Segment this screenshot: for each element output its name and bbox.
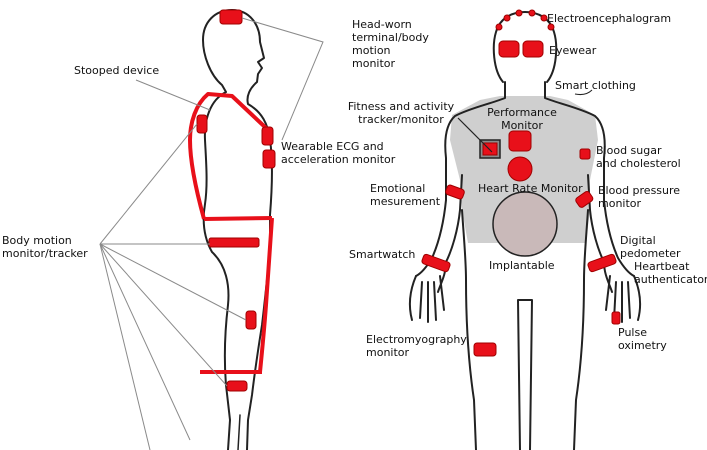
- label-digital-pedometer: Digital pedometer: [620, 234, 681, 260]
- label-blood-sugar: Blood sugar and cholesterol: [596, 144, 681, 170]
- label-pulse-oximetry: Pulse oximetry: [618, 326, 667, 352]
- label-smartwatch: Smartwatch: [349, 248, 415, 261]
- label-implantable: Implantable: [489, 259, 555, 272]
- label-heartbeat-authenticator: Heartbeat authenticator: [634, 260, 707, 286]
- label-eyewear: Eyewear: [549, 44, 596, 57]
- label-fitness-tracker: Fitness and activity tracker/monitor: [346, 100, 456, 126]
- label-emotional-measurement: Emotional mesurement: [370, 182, 440, 208]
- label-body-motion: Body motion monitor/tracker: [2, 234, 88, 260]
- label-stooped-device: Stooped device: [74, 64, 159, 77]
- label-smart-clothing: Smart clothing: [555, 79, 636, 92]
- label-electromyography: Electromyography monitor: [366, 333, 467, 359]
- label-wearable-ecg: Wearable ECG and acceleration monitor: [281, 140, 395, 166]
- label-electroencephalogram: Electroencephalogram: [547, 12, 671, 25]
- label-performance-monitor: Performance Monitor: [482, 106, 562, 132]
- label-heart-rate-monitor: Heart Rate Monitor: [478, 182, 583, 195]
- label-head-worn-terminal: Head-worn terminal/body motion monitor: [352, 18, 429, 70]
- label-blood-pressure: Blood pressure monitor: [598, 184, 680, 210]
